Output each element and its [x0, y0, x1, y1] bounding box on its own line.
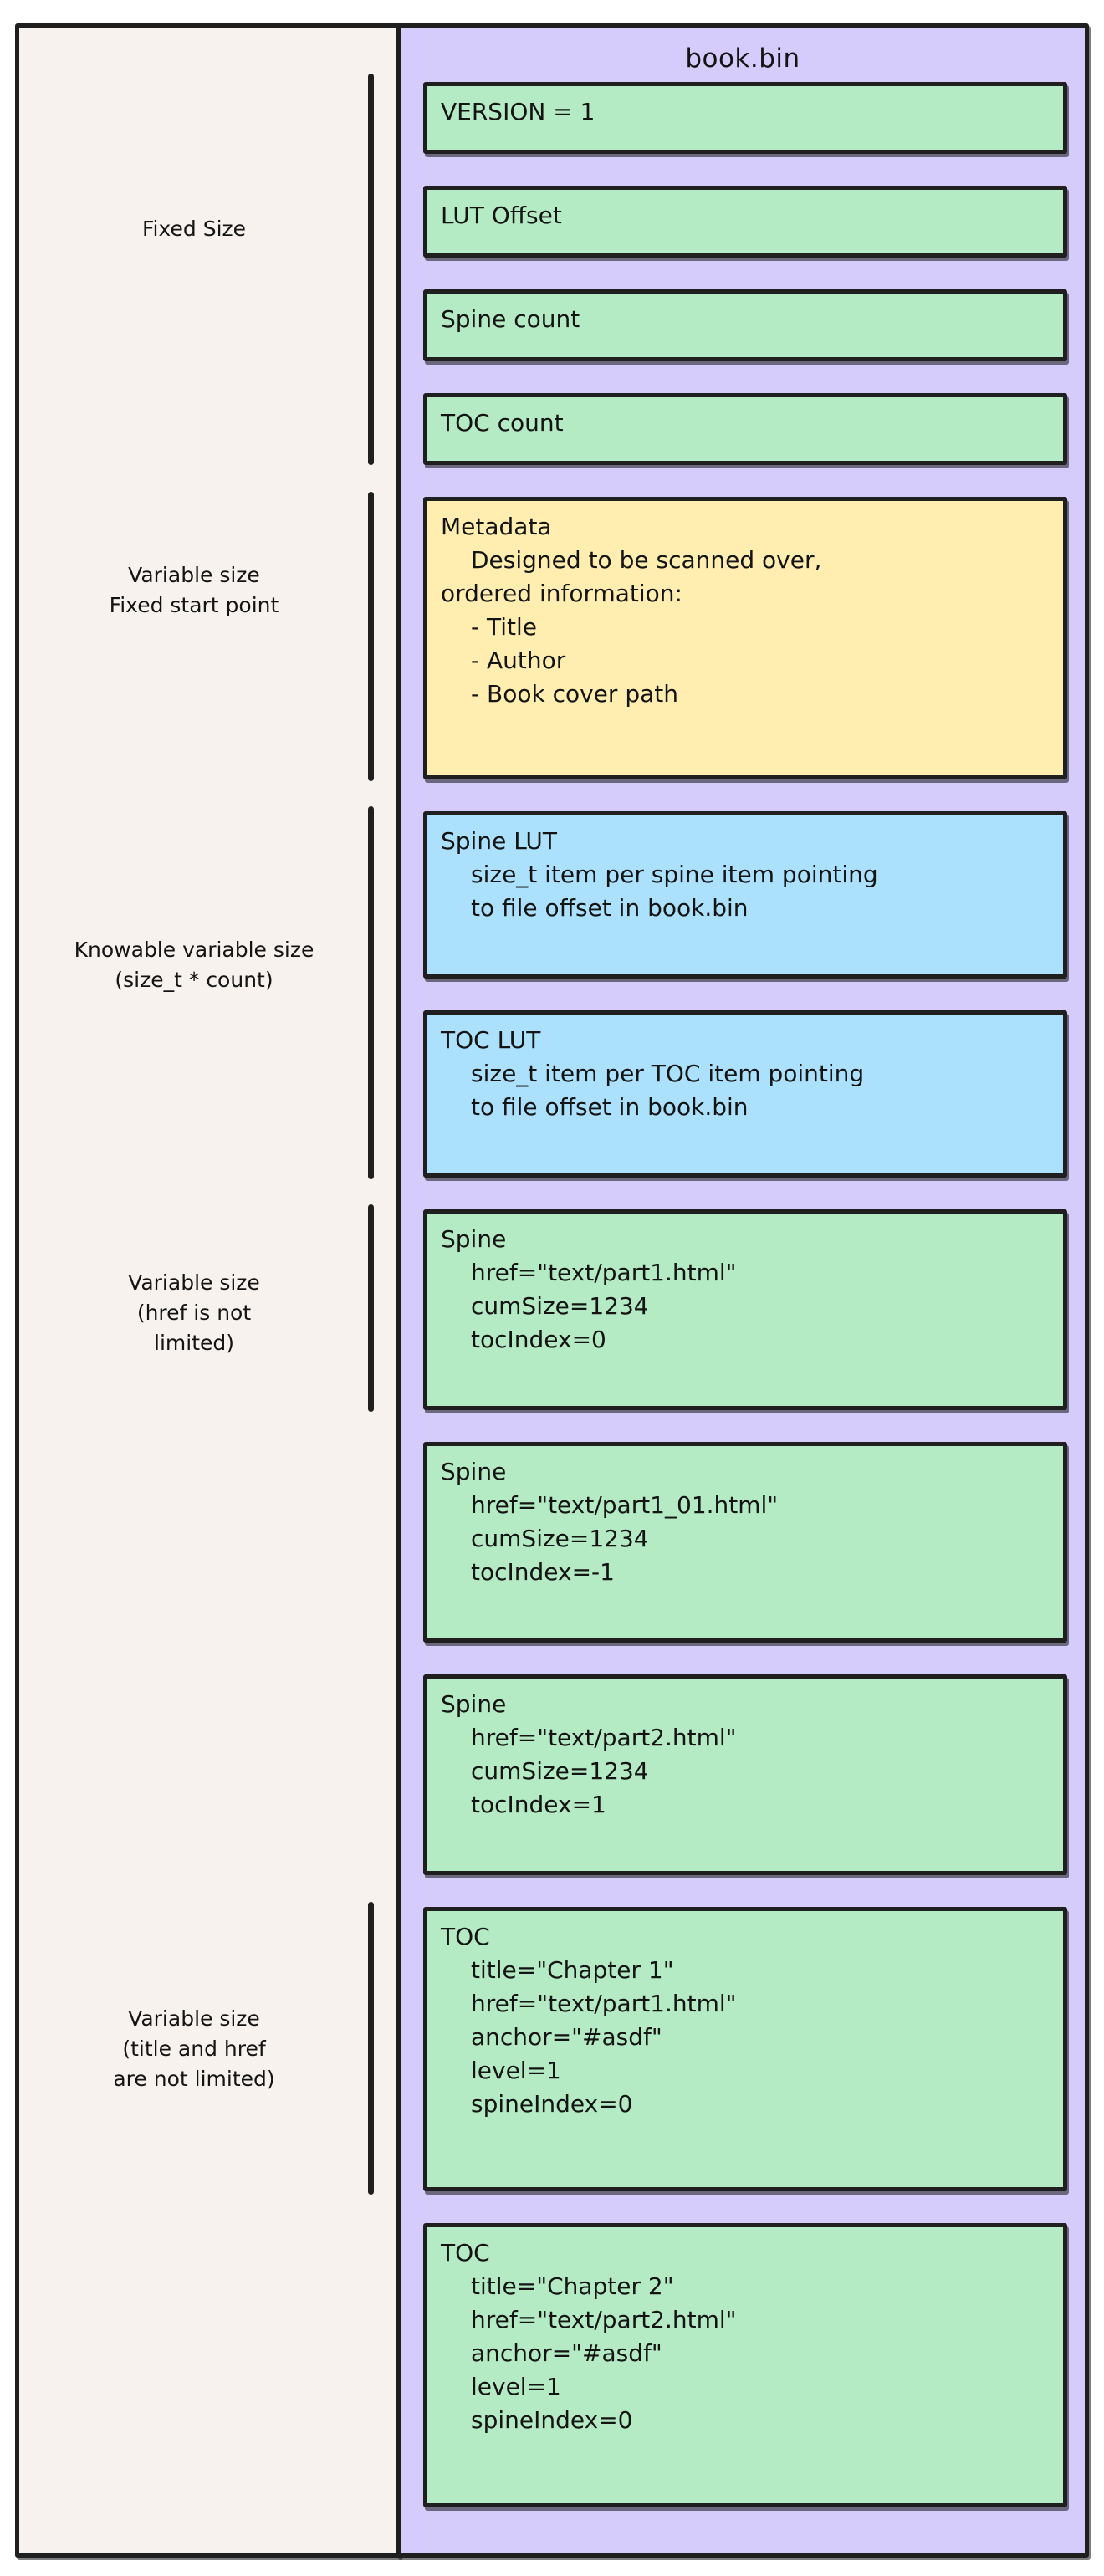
field-box-toc-count: TOC count [423, 393, 1067, 465]
field-box-version: VERSION = 1 [423, 82, 1067, 154]
box-line: level=1 [471, 2373, 561, 2400]
field-box-toc-lut: TOC LUT size_t item per TOC item pointin… [423, 1010, 1067, 1178]
box-line: cumSize=1234 [471, 1525, 649, 1552]
field-box-toc-entry-2: TOC title="Chapter 2" href="text/part2.h… [423, 2223, 1067, 2507]
side-label-fixed-size: Fixed Size [141, 217, 247, 241]
box-line: Spine LUT [441, 827, 558, 855]
box-line: TOC [441, 2239, 490, 2267]
box-line: spineIndex=0 [471, 2090, 633, 2118]
field-box-lut-offset: LUT Offset [423, 186, 1067, 258]
box-line: anchor="#asdf" [471, 2339, 662, 2367]
box-line: TOC LUT [441, 1026, 541, 1054]
field-box-toc-entry-1: TOC title="Chapter 1" href="text/part1.h… [423, 1907, 1067, 2191]
box-line: href="text/part1.html" [471, 1990, 737, 2017]
box-line: href="text/part1.html" [471, 1259, 737, 1286]
field-box-spine-entry-1: Spine href="text/part1.html" cumSize=123… [423, 1209, 1067, 1410]
box-line: ordered information: [441, 580, 682, 607]
book-bin-layout-diagram: book.bin Fixed Size Variable size Fixed … [15, 23, 1089, 2558]
box-line: to file offset in book.bin [471, 1093, 749, 1121]
side-label-knowable-variable: Knowable variable size (size_t * count) [74, 938, 314, 992]
field-box-spine-entry-2: Spine href="text/part1_01.html" cumSize=… [423, 1442, 1067, 1643]
field-box-metadata: Metadata Designed to be scanned over, or… [423, 497, 1067, 779]
box-line: Spine [441, 1690, 507, 1718]
bracket-rail-variable-fixed-start [368, 492, 374, 781]
field-box-spine-lut: Spine LUT size_t item per spine item poi… [423, 811, 1067, 979]
box-line: cumSize=1234 [471, 1757, 649, 1785]
box-line: - Author [471, 647, 566, 674]
box-line: Designed to be scanned over, [471, 546, 822, 574]
file-title: book.bin [685, 43, 800, 74]
box-line: title="Chapter 2" [471, 2272, 674, 2300]
field-box-spine-entry-3: Spine href="text/part2.html" cumSize=123… [423, 1674, 1067, 1875]
box-line: - Title [471, 613, 538, 641]
box-line: tocIndex=0 [471, 1326, 606, 1353]
box-line: Spine [441, 1225, 507, 1253]
side-label-variable-fixed-start: Variable size Fixed start point [109, 563, 279, 617]
box-line: size_t item per TOC item pointing [471, 1060, 865, 1087]
box-line: href="text/part2.html" [471, 2306, 737, 2333]
box-line: title="Chapter 1" [471, 1956, 674, 1984]
box-line: - Book cover path [471, 680, 678, 708]
box-line: tocIndex=-1 [471, 1558, 615, 1586]
bracket-rail-fixed-size [368, 74, 374, 465]
box-line: LUT Offset [441, 202, 562, 229]
field-box-spine-count: Spine count [423, 289, 1067, 361]
box-line: TOC count [441, 409, 564, 437]
box-line: size_t item per spine item pointing [471, 861, 878, 888]
box-line: tocIndex=1 [471, 1791, 606, 1818]
box-line: href="text/part2.html" [471, 1724, 737, 1751]
box-line: href="text/part1_01.html" [471, 1491, 779, 1519]
side-label-variable-href: Variable size (href is not limited) [128, 1270, 260, 1355]
bracket-rail-knowable-variable [368, 806, 374, 1179]
box-line: Metadata [441, 513, 552, 540]
side-label-variable-title-href: Variable size (title and href are not li… [113, 2006, 275, 2091]
box-line: Spine count [441, 305, 580, 333]
box-line: level=1 [471, 2057, 561, 2084]
bracket-rail-variable-title-href [368, 1902, 374, 2195]
annotation-panel [15, 23, 401, 2558]
bracket-rail-variable-href [368, 1204, 374, 1412]
box-line: anchor="#asdf" [471, 2023, 662, 2051]
box-line: TOC [441, 1923, 490, 1950]
box-line: VERSION = 1 [441, 98, 595, 125]
box-line: spineIndex=0 [471, 2406, 633, 2434]
box-line: Spine [441, 1458, 507, 1485]
box-line: to file offset in book.bin [471, 894, 749, 922]
box-line: cumSize=1234 [471, 1292, 649, 1320]
